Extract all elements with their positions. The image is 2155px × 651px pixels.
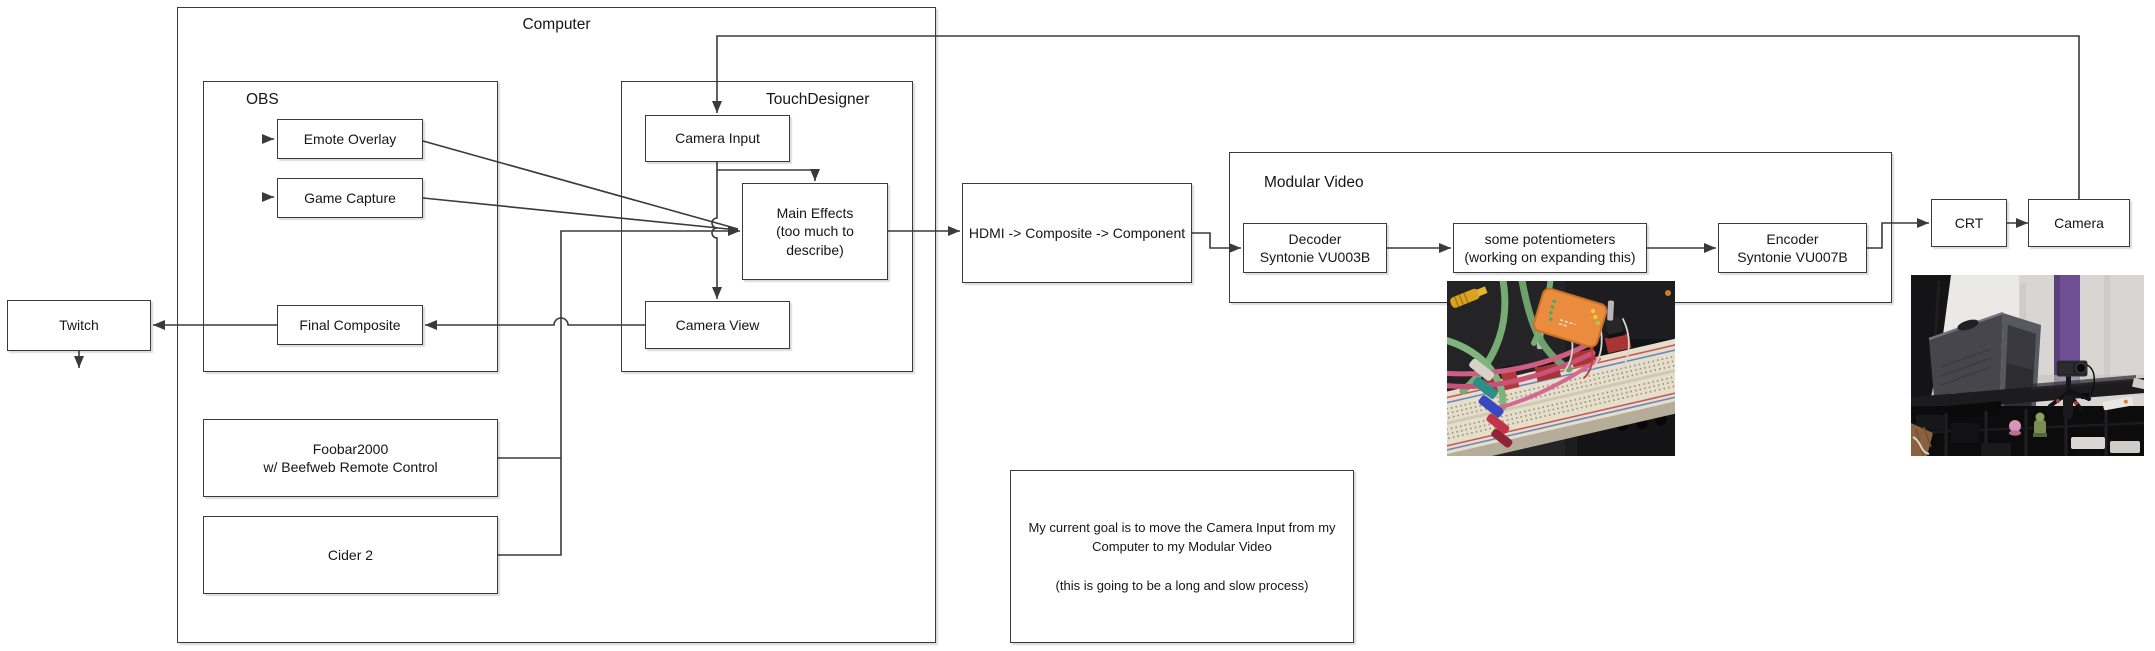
- touchdesigner-group-title: TouchDesigner: [766, 91, 870, 108]
- edge-game-maineffects: [422, 197, 739, 231]
- node-camera: Camera: [2028, 199, 2130, 247]
- edge-camerainput-cameraview: [711, 162, 722, 299]
- node-game-capture: Game Capture: [277, 178, 423, 218]
- edge-cider-maineffects: [498, 226, 740, 556]
- breadboard-photo: [1447, 281, 1675, 456]
- node-twitch: Twitch: [7, 300, 151, 351]
- node-decoder: Decoder Syntonie VU003B: [1243, 223, 1387, 273]
- node-main-effects: Main Effects (too much to describe): [742, 183, 888, 280]
- computer-group-title: Computer: [522, 16, 591, 33]
- node-camera-input: Camera Input: [645, 115, 790, 162]
- edge-camerainput-maineffects: [717, 169, 820, 181]
- node-potentiometers: some potentiometers (working on expandin…: [1453, 223, 1647, 273]
- edge-cameraview-finalcomposite: [425, 317, 645, 330]
- crt-setup-photo: [1911, 275, 2144, 456]
- edge-emote-maineffects: [422, 140, 739, 230]
- node-crt: CRT: [1931, 199, 2007, 247]
- obs-group-title: OBS: [246, 91, 279, 108]
- node-camera-view: Camera View: [645, 301, 790, 349]
- node-final-composite: Final Composite: [277, 305, 423, 345]
- node-hdmi-chain: HDMI -> Composite -> Component: [962, 183, 1192, 283]
- node-foobar2000: Foobar2000 w/ Beefweb Remote Control: [203, 419, 498, 497]
- edge-camera-camerainput: [712, 35, 2080, 199]
- modular-video-group-title: Modular Video: [1264, 174, 1364, 191]
- node-emote-overlay: Emote Overlay: [277, 119, 423, 159]
- edge-hdmi-decoder: [1192, 232, 1241, 253]
- node-cider2: Cider 2: [203, 516, 498, 594]
- goal-note-box: My current goal is to move the Camera In…: [1010, 470, 1354, 643]
- node-encoder: Encoder Syntonie VU007B: [1718, 223, 1867, 273]
- edge-encoder-crt: [1867, 218, 1929, 249]
